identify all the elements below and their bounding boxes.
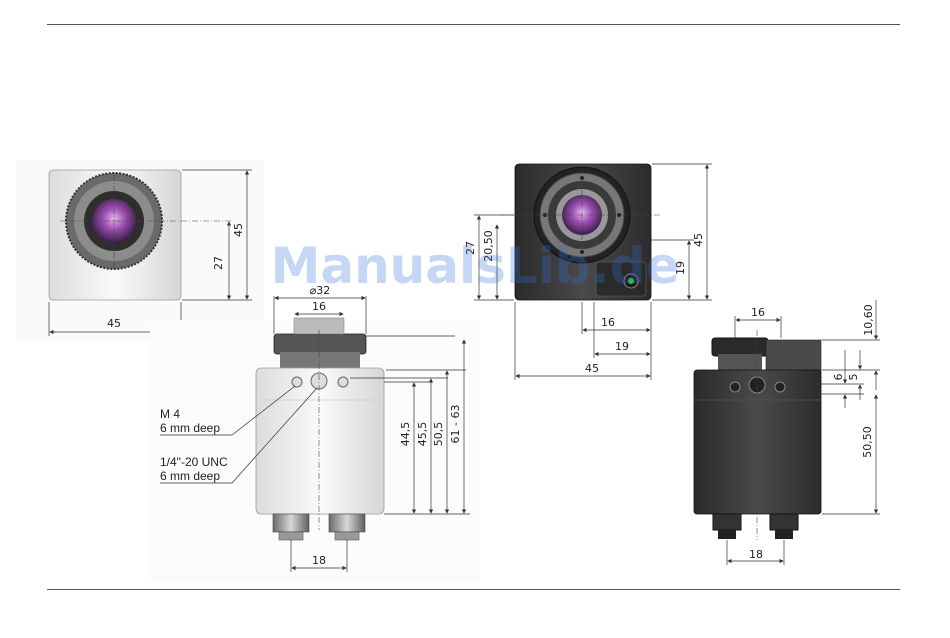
- side-light-height-1: 44,5: [399, 422, 412, 447]
- side-view-light: ⌀32 16 44,5 45,5 50,5 61 - 63 18 M 4 6 m…: [150, 284, 480, 582]
- side-dark-5-label: 5: [847, 374, 860, 381]
- front-dark-w19-label: 19: [615, 340, 629, 353]
- front-light-center-label: 27: [212, 256, 225, 270]
- note-unc-line1: 1/4"-20 UNC: [160, 455, 228, 469]
- front-dark-width-label: 45: [585, 362, 599, 375]
- front-view-light: 45 45 27: [16, 160, 264, 340]
- side-light-height-4: 61 - 63: [449, 405, 462, 444]
- side-dark-6-label: 6: [832, 374, 845, 381]
- note-m4-line2: 6 mm deep: [160, 421, 220, 435]
- note-m4-line1: M 4: [160, 407, 180, 421]
- side-dark-top-width-label: 16: [751, 306, 765, 319]
- side-dark-10-60-label: 10,60: [862, 304, 875, 336]
- note-unc-line2: 6 mm deep: [160, 469, 220, 483]
- side-view-dark: 16 10,60 6 5 50,50 18: [694, 300, 880, 565]
- side-light-height-3: 50,5: [432, 422, 445, 447]
- side-dark-50-50-label: 50,50: [861, 426, 874, 458]
- front-light-width-label: 45: [107, 317, 121, 330]
- front-light-height-label: 45: [232, 223, 245, 237]
- side-light-inner-label: 16: [312, 300, 326, 313]
- watermark: ManualsLib.de: [271, 237, 680, 295]
- side-light-connector-label: 18: [312, 554, 326, 567]
- front-dark-w16-label: 16: [601, 316, 615, 329]
- side-dark-connector-label: 18: [749, 548, 763, 561]
- side-light-height-2: 45,5: [416, 422, 429, 447]
